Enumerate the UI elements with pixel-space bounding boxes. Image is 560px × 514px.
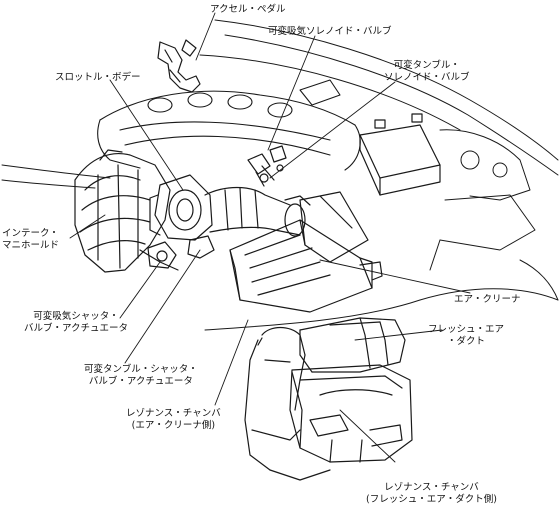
label-throttle-body: スロットル・ボデー (55, 72, 141, 83)
label-intake-shutter-valve-actuator: 可変吸気シャッタ・ バルブ・アクチュエータ (24, 311, 129, 334)
battery-part (359, 113, 441, 196)
label-fresh-air-duct: フレッシュ・エア ・ダクト (428, 324, 505, 347)
label-variable-intake-solenoid-valve: 可変吸気ソレノイド・バルブ (268, 26, 392, 37)
air-cleaner-part (229, 191, 383, 313)
resonance-chamber-air-cleaner-part (244, 326, 331, 481)
label-air-cleaner: エア・クリーナ (454, 294, 521, 305)
accelerator-pedal-part (157, 39, 201, 93)
label-variable-tumble-solenoid-valve: 可変タンブル・ ソレノイド・バルブ (384, 60, 470, 83)
label-intake-manifold: インテーク・ マニホールド (2, 228, 60, 251)
vehicle-body-outline (1, 19, 559, 331)
shutter-actuators (147, 235, 215, 269)
intake-manifold-part (74, 149, 179, 273)
resonance-chamber-fresh-air-part (289, 364, 413, 463)
engine-cam-cover (97, 79, 361, 171)
label-resonance-chamber-air-cleaner-side: レゾナンス・チャンバ (エア・クリーナ側) (126, 408, 221, 431)
throttle-body-part (149, 174, 213, 241)
solenoid-valves (247, 145, 287, 187)
intake-hose-part (204, 186, 311, 237)
label-tumble-shutter-valve-actuator: 可変タンブル・シャッタ・ バルブ・アクチュエータ (84, 364, 198, 387)
fresh-air-duct-part (299, 317, 406, 373)
leader-lines (69, 12, 471, 463)
label-accelerator-pedal: アクセル・ペダル (210, 4, 286, 15)
right-body-structure (429, 129, 536, 271)
label-resonance-chamber-fresh-air-duct-side: レゾナンス・チャンバ (フレッシュ・エア・ダクト側) (366, 482, 497, 505)
